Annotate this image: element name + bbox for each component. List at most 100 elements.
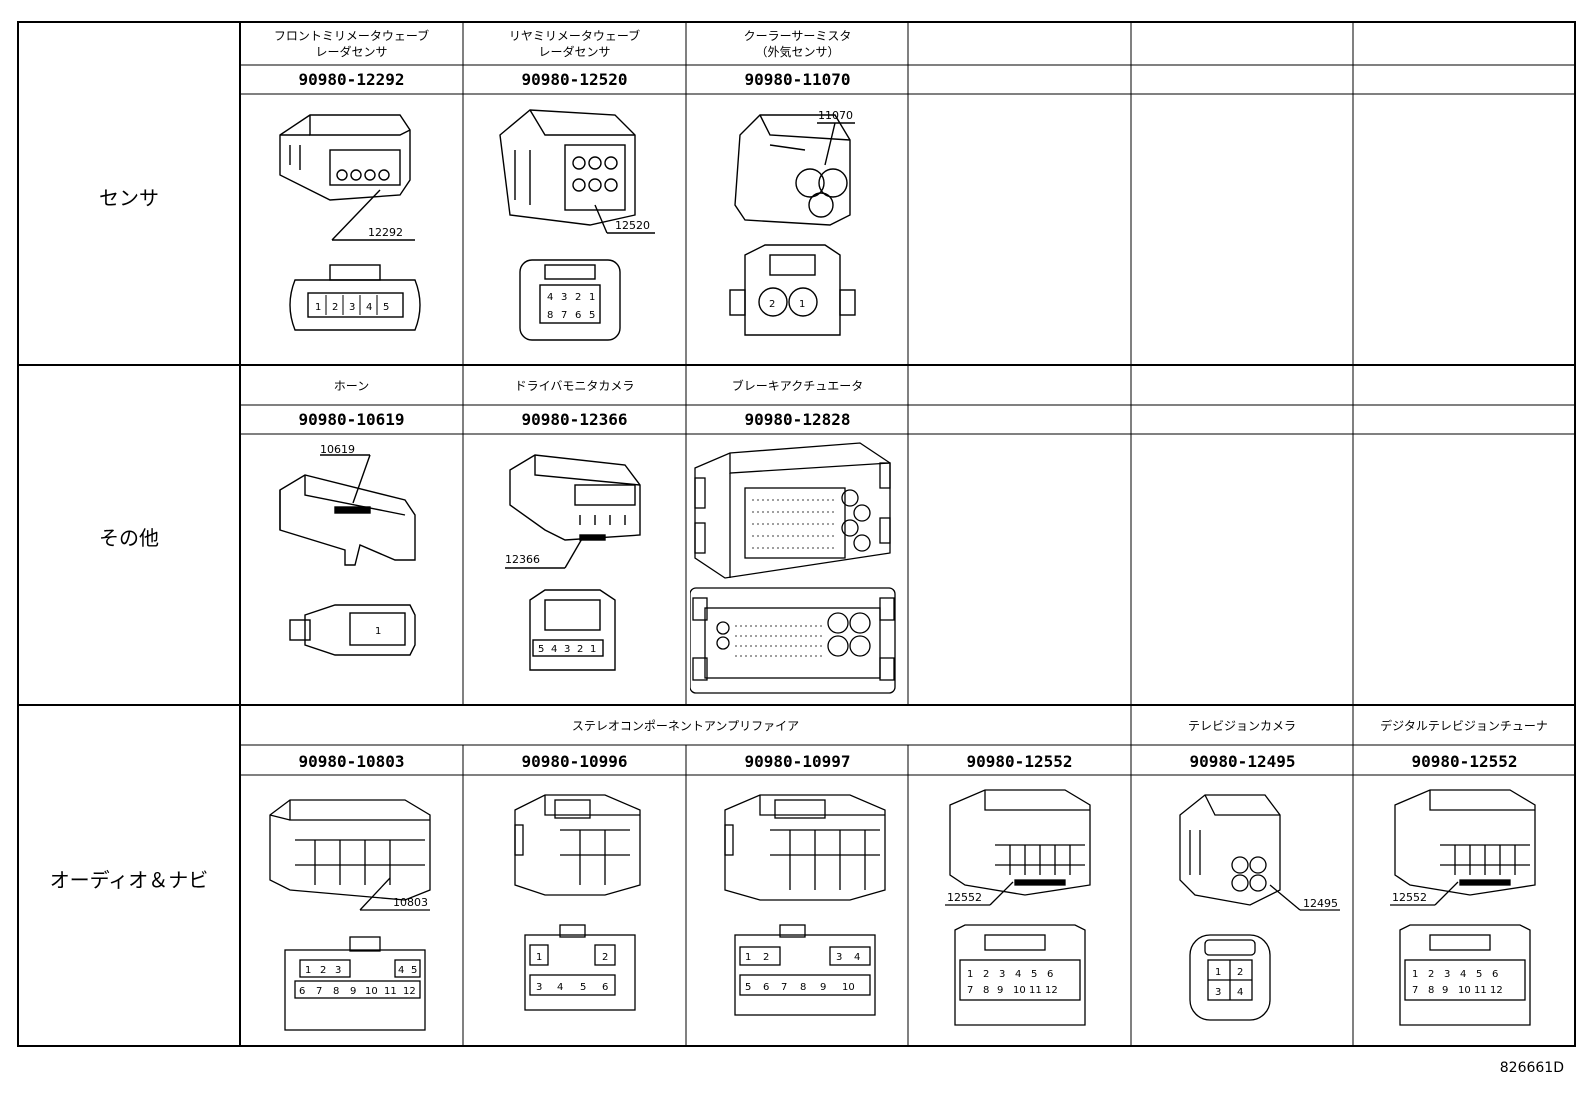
pin-label: 2 xyxy=(332,302,338,313)
part-number: 90980-10996 xyxy=(521,752,628,771)
component-label: ドライバモニタカメラ xyxy=(514,379,635,393)
pin-label: 1 xyxy=(967,969,973,980)
callout-label: 11070 xyxy=(818,109,853,122)
component-label: フロントミリメータウェーブレーダセンサ xyxy=(273,29,430,59)
connector-10996-illustration: 1 2 3 4 5 6 xyxy=(514,794,641,1011)
group-label: ステレオコンポーネントアンプリファイア xyxy=(571,719,800,733)
category-sensor: センサ xyxy=(99,186,159,210)
callout-label: 12552 xyxy=(947,891,982,904)
pin-label: 7 xyxy=(561,310,567,321)
pin-label: 5 xyxy=(589,310,595,321)
pin-label: 2 xyxy=(602,952,608,963)
part-number: 90980-10803 xyxy=(298,752,405,771)
connector-10997-illustration: 1 2 3 4 5 6 7 8 9 10 xyxy=(724,794,886,1016)
callout-label: 12495 xyxy=(1303,897,1338,910)
pin-label: 11 xyxy=(384,986,397,997)
pin-label: 5 xyxy=(1476,969,1482,980)
part-number: 90980-12828 xyxy=(744,410,851,429)
pin-label: 11 xyxy=(1474,985,1487,996)
pin-label: 1 xyxy=(1215,967,1221,978)
pin-label: 1 xyxy=(799,299,805,310)
pin-label: 11 xyxy=(1029,985,1042,996)
pin-label: 6 xyxy=(575,310,581,321)
connector-12552-illustration: 12552 1 2 3 4 5 6 7 8 9 10 11 12 xyxy=(1390,789,1536,1026)
pin-label: 10 xyxy=(365,986,378,997)
pin-label: 2 xyxy=(763,952,769,963)
pin-label: 1 xyxy=(375,626,381,637)
connector-12520-illustration: 12520 4 3 2 1 8 7 6 5 xyxy=(499,109,655,341)
pin-label: 4 xyxy=(557,982,563,993)
pin-label: 3 xyxy=(836,952,842,963)
part-number: 90980-11070 xyxy=(744,70,851,89)
pin-label: 5 xyxy=(538,644,544,655)
component-label: クーラーサーミスタ（外気センサ） xyxy=(743,29,852,59)
pin-label: 1 xyxy=(589,292,595,303)
pin-label: 6 xyxy=(299,986,305,997)
pin-label: 4 xyxy=(551,644,557,655)
pin-label: 8 xyxy=(983,985,989,996)
pin-label: 8 xyxy=(547,310,553,321)
connector-11070-illustration: 11070 2 1 xyxy=(729,109,856,336)
pin-label: 2 xyxy=(1428,969,1434,980)
pin-label: 3 xyxy=(536,982,542,993)
pin-label: 1 xyxy=(536,952,542,963)
group-label: テレビジョンカメラ xyxy=(1187,719,1296,733)
pin-label: 5 xyxy=(411,965,417,976)
pin-label: 7 xyxy=(1412,985,1418,996)
component-label: ホーン xyxy=(333,379,370,393)
pin-label: 8 xyxy=(333,986,339,997)
pin-label: 1 xyxy=(315,302,321,313)
pin-label: 4 xyxy=(1460,969,1466,980)
callout-label: 12292 xyxy=(368,226,403,239)
pin-label: 3 xyxy=(1215,987,1221,998)
pin-label: 8 xyxy=(1428,985,1434,996)
pin-label: 2 xyxy=(769,299,775,310)
callout-label: 10803 xyxy=(393,896,428,909)
group-label: デジタルテレビジョンチューナ xyxy=(1380,719,1548,733)
pin-label: 5 xyxy=(1031,969,1037,980)
pin-label: 7 xyxy=(967,985,973,996)
pin-label: 6 xyxy=(763,982,769,993)
pin-label: 4 xyxy=(1237,987,1243,998)
pin-label: 1 xyxy=(1412,969,1418,980)
category-audio-navi: オーディオ＆ナビ xyxy=(49,868,209,892)
pin-label: 3 xyxy=(349,302,355,313)
connector-12292-illustration: 12292 1 2 3 4 5 xyxy=(279,114,421,331)
callout-label: 12520 xyxy=(615,219,650,232)
pin-label: 3 xyxy=(561,292,567,303)
pin-label: 5 xyxy=(745,982,751,993)
pin-label: 2 xyxy=(983,969,989,980)
connector-12495-illustration: 12495 1 2 3 4 xyxy=(1179,794,1340,1021)
connector-12828-illustration xyxy=(690,442,896,694)
pin-label: 4 xyxy=(547,292,553,303)
pin-label: 1 xyxy=(305,965,311,976)
connector-12552-illustration: 12552 1 2 3 4 5 6 7 8 9 10 11 12 xyxy=(945,789,1091,1026)
pin-label: 9 xyxy=(1442,985,1448,996)
connector-12366-illustration: 12366 5 4 3 2 1 xyxy=(505,454,641,671)
pin-label: 1 xyxy=(745,952,751,963)
pin-label: 4 xyxy=(854,952,860,963)
callout-label: 10619 xyxy=(320,445,355,456)
pin-label: 3 xyxy=(335,965,341,976)
pin-label: 2 xyxy=(1237,967,1243,978)
pin-label: 3 xyxy=(564,644,570,655)
connector-10619-illustration: 10619 1 xyxy=(279,445,416,656)
pin-label: 10 xyxy=(1013,985,1026,996)
pin-label: 12 xyxy=(1045,985,1058,996)
pin-label: 9 xyxy=(350,986,356,997)
pin-label: 1 xyxy=(590,644,596,655)
pin-label: 6 xyxy=(602,982,608,993)
part-number: 90980-10619 xyxy=(298,410,405,429)
part-number: 90980-12520 xyxy=(521,70,628,89)
pin-label: 5 xyxy=(580,982,586,993)
part-number: 90980-10997 xyxy=(744,752,851,771)
pin-label: 4 xyxy=(1015,969,1021,980)
pin-label: 6 xyxy=(1047,969,1053,980)
callout-label: 12366 xyxy=(505,553,540,566)
component-label: ブレーキアクチュエータ xyxy=(731,379,864,393)
pin-label: 9 xyxy=(997,985,1003,996)
pin-label: 8 xyxy=(800,982,806,993)
pin-label: 2 xyxy=(575,292,581,303)
pin-label: 4 xyxy=(366,302,372,313)
